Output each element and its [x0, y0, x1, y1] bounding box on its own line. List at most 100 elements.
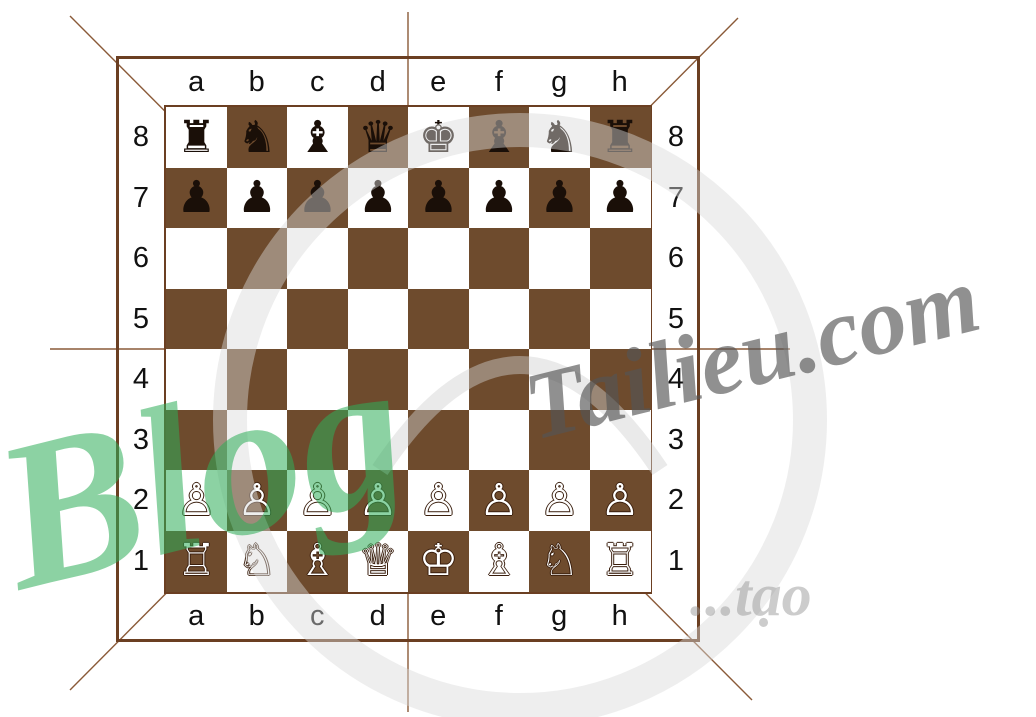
board-squares: ♜♞♝♛♚♝♞♜♟♟♟♟♟♟♟♟♙♙♙♙♙♙♙♙♖♘♗♕♔♗♘♖: [166, 107, 650, 592]
rank-label-5-right: 5: [656, 303, 696, 335]
square-e4: [408, 349, 469, 410]
black-piece-f7: ♟: [479, 176, 518, 220]
file-label-d-bottom: d: [358, 600, 398, 632]
square-h2: ♙: [590, 470, 651, 531]
black-piece-e7: ♟: [419, 176, 458, 220]
square-d2: ♙: [348, 470, 409, 531]
square-e6: [408, 228, 469, 289]
file-label-e-top: e: [418, 66, 458, 98]
black-piece-d7: ♟: [358, 176, 397, 220]
white-piece-e1: ♔: [419, 539, 458, 583]
square-e7: ♟: [408, 168, 469, 229]
black-piece-h8: ♜: [600, 116, 639, 160]
square-c8: ♝: [287, 107, 348, 168]
square-c7: ♟: [287, 168, 348, 229]
square-a3: [166, 410, 227, 471]
square-e8: ♚: [408, 107, 469, 168]
rank-label-7-left: 7: [121, 182, 161, 214]
file-label-c-top: c: [297, 66, 337, 98]
rank-label-4-right: 4: [656, 363, 696, 395]
rank-label-1-left: 1: [121, 545, 161, 577]
black-piece-d8: ♛: [358, 116, 397, 160]
square-h1: ♖: [590, 531, 651, 592]
square-d5: [348, 289, 409, 350]
square-h3: [590, 410, 651, 471]
square-a8: ♜: [166, 107, 227, 168]
white-piece-a1: ♖: [177, 539, 216, 583]
square-f6: [469, 228, 530, 289]
square-f8: ♝: [469, 107, 530, 168]
square-h5: [590, 289, 651, 350]
square-c3: [287, 410, 348, 471]
file-label-e-bottom: e: [418, 600, 458, 632]
rank-label-2-left: 2: [121, 484, 161, 516]
rank-label-1-right: 1: [656, 545, 696, 577]
black-piece-a7: ♟: [177, 176, 216, 220]
black-piece-b7: ♟: [237, 176, 276, 220]
file-label-f-top: f: [479, 66, 519, 98]
square-f2: ♙: [469, 470, 530, 531]
rank-label-8-right: 8: [656, 121, 696, 153]
black-piece-f8: ♝: [479, 116, 518, 160]
file-label-b-top: b: [237, 66, 277, 98]
square-c2: ♙: [287, 470, 348, 531]
square-h8: ♜: [590, 107, 651, 168]
rank-label-3-left: 3: [121, 424, 161, 456]
file-label-d-top: d: [358, 66, 398, 98]
square-f5: [469, 289, 530, 350]
white-piece-h2: ♙: [600, 479, 639, 523]
file-label-c-bottom: c: [297, 600, 337, 632]
black-piece-g7: ♟: [540, 176, 579, 220]
square-g4: [529, 349, 590, 410]
square-d4: [348, 349, 409, 410]
black-piece-h7: ♟: [600, 176, 639, 220]
white-piece-e2: ♙: [419, 479, 458, 523]
black-piece-b8: ♞: [237, 116, 276, 160]
rank-label-8-left: 8: [121, 121, 161, 153]
rank-label-6-left: 6: [121, 242, 161, 274]
white-piece-g1: ♘: [540, 539, 579, 583]
rank-label-3-right: 3: [656, 424, 696, 456]
square-c4: [287, 349, 348, 410]
square-g2: ♙: [529, 470, 590, 531]
square-f1: ♗: [469, 531, 530, 592]
watermark-tagline: ...tạo: [690, 562, 812, 628]
rank-label-6-right: 6: [656, 242, 696, 274]
square-a4: [166, 349, 227, 410]
file-label-a-bottom: a: [176, 600, 216, 632]
square-g6: [529, 228, 590, 289]
square-g5: [529, 289, 590, 350]
black-piece-e8: ♚: [419, 116, 458, 160]
square-e5: [408, 289, 469, 350]
square-c1: ♗: [287, 531, 348, 592]
white-piece-c1: ♗: [298, 539, 337, 583]
file-label-a-top: a: [176, 66, 216, 98]
square-h6: [590, 228, 651, 289]
rank-label-5-left: 5: [121, 303, 161, 335]
square-d8: ♛: [348, 107, 409, 168]
square-d1: ♕: [348, 531, 409, 592]
black-piece-c7: ♟: [298, 176, 337, 220]
square-a6: [166, 228, 227, 289]
white-piece-a2: ♙: [177, 479, 216, 523]
black-piece-g8: ♞: [540, 116, 579, 160]
file-label-b-bottom: b: [237, 600, 277, 632]
square-b8: ♞: [227, 107, 288, 168]
square-f7: ♟: [469, 168, 530, 229]
square-b5: [227, 289, 288, 350]
square-b3: [227, 410, 288, 471]
square-e2: ♙: [408, 470, 469, 531]
square-b6: [227, 228, 288, 289]
rank-label-7-right: 7: [656, 182, 696, 214]
file-label-h-top: h: [600, 66, 640, 98]
square-d7: ♟: [348, 168, 409, 229]
white-piece-b2: ♙: [237, 479, 276, 523]
square-h4: [590, 349, 651, 410]
square-d3: [348, 410, 409, 471]
white-piece-h1: ♖: [600, 539, 639, 583]
square-f4: [469, 349, 530, 410]
square-a2: ♙: [166, 470, 227, 531]
square-b4: [227, 349, 288, 410]
square-f3: [469, 410, 530, 471]
